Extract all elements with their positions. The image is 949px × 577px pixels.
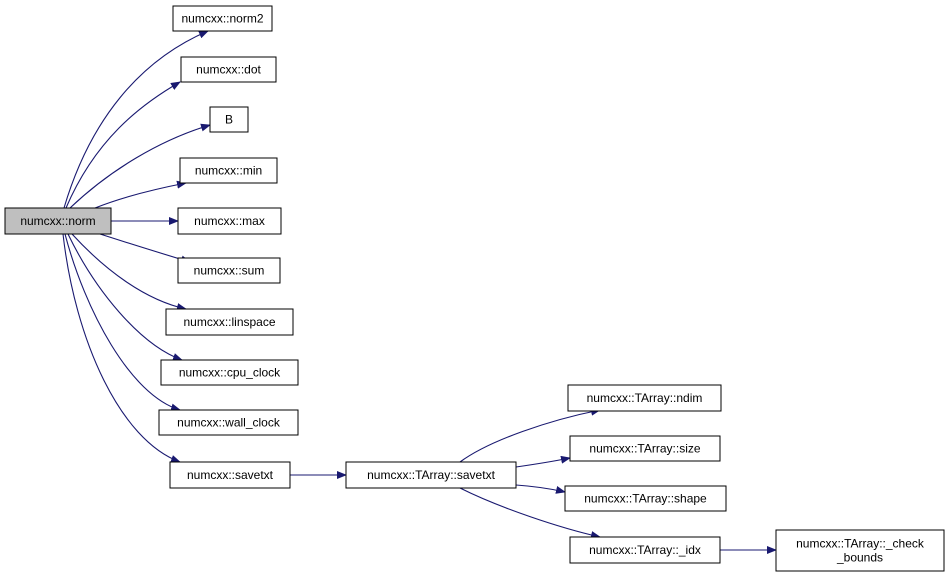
edge-norm-to-savetxt [62,233,181,463]
edge-norm-to-dot [65,81,181,209]
edge-line [67,233,183,361]
node-savetxt[interactable]: numcxx::savetxt [169,461,291,489]
edge-ta_savetxt-to-ta_size [515,455,571,468]
node-norm2[interactable]: numcxx::norm2 [172,5,273,32]
node-dot[interactable]: numcxx::dot [180,56,277,83]
node-label: numcxx::TArray::ndim [587,391,703,405]
edge-line [63,30,209,209]
node-wall-clock[interactable]: numcxx::wall_clock [158,409,299,436]
node-box [180,56,277,83]
node-norm[interactable]: numcxx::norm [4,207,112,235]
edge-norm-to-norm2 [63,30,209,209]
node-B[interactable]: B [209,106,249,133]
node-label: numcxx::dot [196,63,261,77]
node-label: B [225,113,233,127]
node-label: numcxx::savetxt [187,468,274,482]
edge-line [459,407,601,463]
edge-ta_savetxt-to-ta_idx [459,487,601,539]
node-min[interactable]: numcxx::min [179,157,278,184]
node-label: numcxx::norm2 [181,12,263,26]
node-ta-ndim[interactable]: numcxx::TArray::ndim [567,384,722,412]
edge-line [94,180,187,209]
edge-norm-to-B [69,123,211,209]
node-label: numcxx::norm [20,214,95,228]
node-box [158,409,299,436]
node-label: numcxx::min [195,164,262,178]
node-cpu-clock[interactable]: numcxx::cpu_clock [160,359,299,386]
edge-line [65,81,181,209]
node-box [165,308,294,336]
node-label: _bounds [836,551,883,565]
node-max[interactable]: numcxx::max [177,207,282,235]
edge-ta_savetxt-to-ta_ndim [459,407,601,463]
node-label: numcxx::TArray::size [589,442,700,456]
edge-line [64,233,181,412]
node-linspace[interactable]: numcxx::linspace [165,308,294,336]
node-sum[interactable]: numcxx::sum [177,257,281,284]
edge-line [69,123,211,209]
node-box [177,207,282,235]
nodes-layer: numcxx::norm numcxx::norm2numcxx::dotBnum… [4,5,945,572]
node-box [345,461,517,489]
edge-norm-to-min [94,180,187,209]
node-box [179,157,278,184]
edge-norm-to-wall_clock [64,233,181,412]
edge-line [459,487,601,539]
node-box [177,257,281,284]
node-box [775,529,945,572]
edge-norm-to-sum [99,233,191,264]
node-box [569,435,721,462]
node-ta-savetxt[interactable]: numcxx::TArray::savetxt [345,461,517,489]
node-ta-check[interactable]: numcxx::TArray::_check_bounds [775,529,945,572]
node-label: numcxx::cpu_clock [179,366,281,380]
edge-ta_savetxt-to-ta_shape [515,484,566,494]
node-label: numcxx::wall_clock [177,416,281,430]
node-ta-idx[interactable]: numcxx::TArray::_idx [569,536,721,564]
node-label: numcxx::TArray::savetxt [367,468,495,482]
node-box [567,384,722,412]
node-label: numcxx::sum [194,264,265,278]
node-box [4,207,112,235]
node-box [209,106,249,133]
node-box [569,536,721,564]
node-box [169,461,291,489]
node-label: numcxx::linspace [183,315,275,329]
node-box [160,359,299,386]
node-label: numcxx::TArray::_idx [589,543,701,557]
edge-line [515,455,571,468]
node-label: numcxx::TArray::_check [796,537,925,551]
node-box [172,5,273,32]
edge-norm-to-linspace [71,233,187,311]
edge-line [515,484,566,494]
edge-line [99,233,191,264]
node-label: numcxx::max [194,214,265,228]
node-ta-size[interactable]: numcxx::TArray::size [569,435,721,462]
node-label: numcxx::TArray::shape [584,492,707,506]
edge-line [71,233,187,311]
node-ta-shape[interactable]: numcxx::TArray::shape [564,485,727,512]
edges-layer [62,30,777,554]
node-box [564,485,727,512]
edge-line [62,233,181,463]
edge-norm-to-cpu_clock [67,233,183,361]
